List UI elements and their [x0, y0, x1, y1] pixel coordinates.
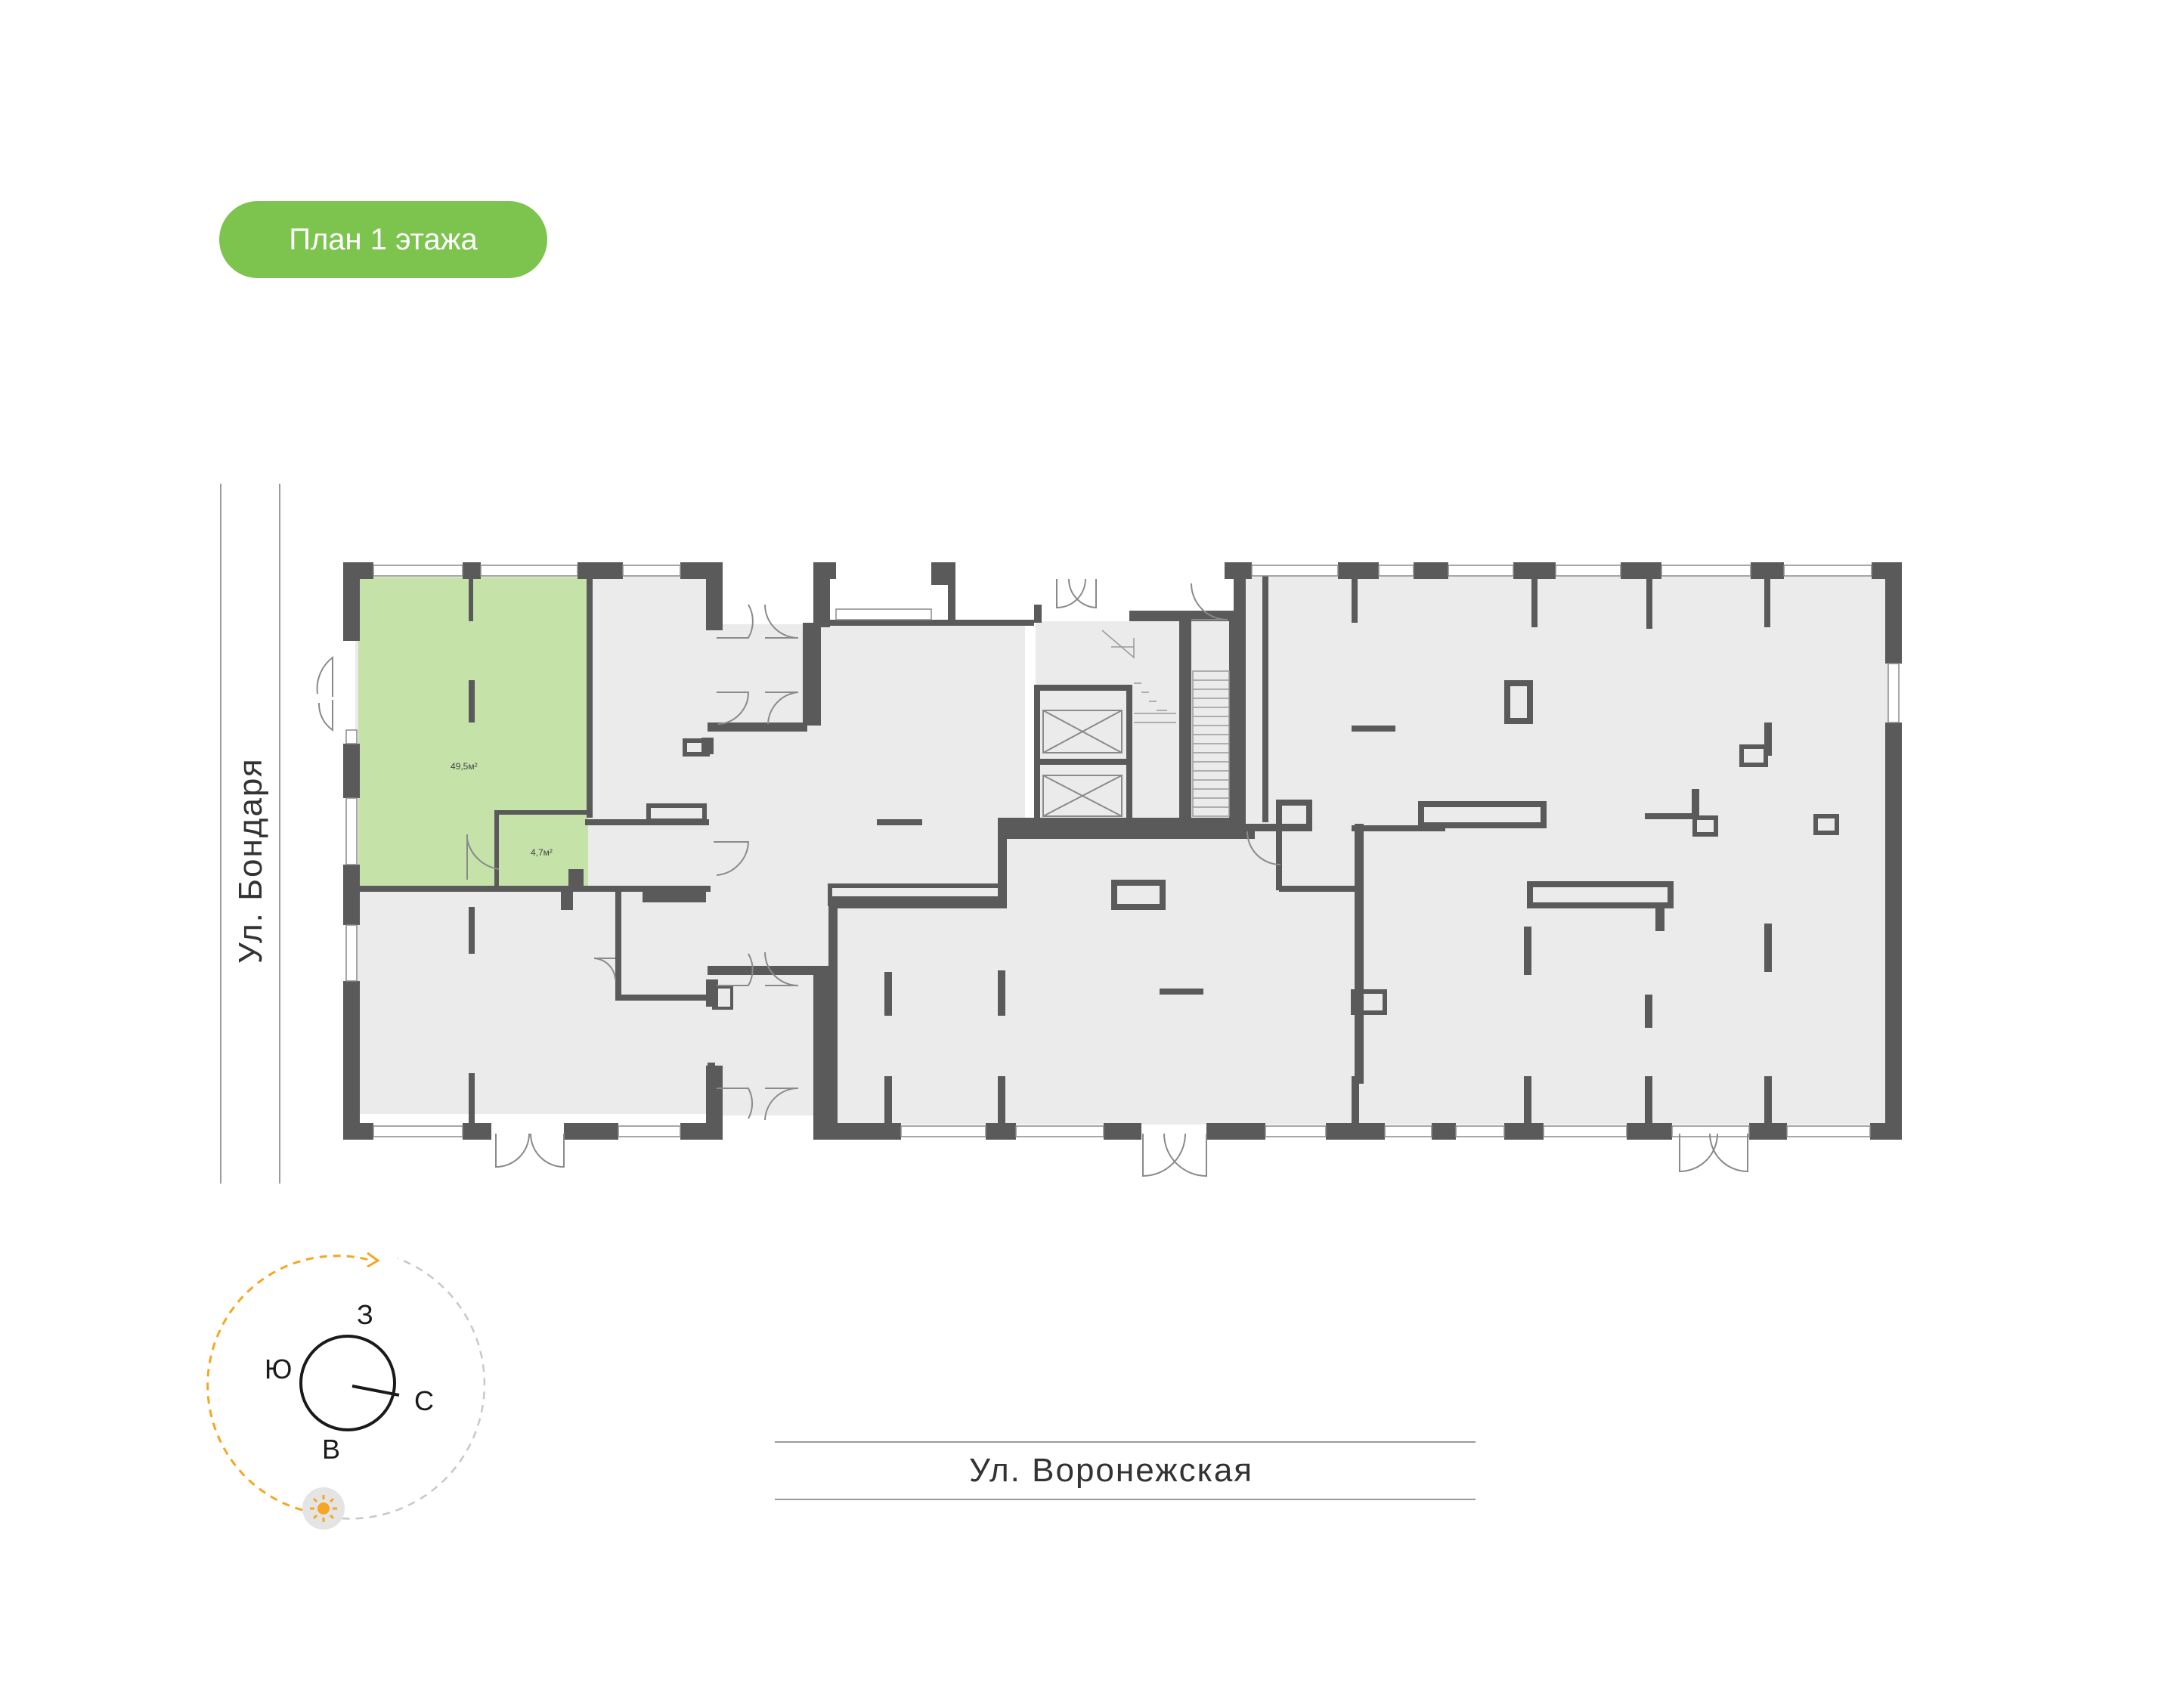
- sun-path-arrow-icon: [367, 1252, 380, 1268]
- street-bondarya: Ул. Бондаря: [220, 484, 280, 1184]
- compass-south: Ю: [265, 1354, 292, 1385]
- street-bondarya-label: Ул. Бондаря: [232, 757, 269, 964]
- compass-north: С: [414, 1385, 434, 1416]
- selected-unit[interactable]: 49,5м² 4,7м²: [358, 577, 588, 887]
- walls: [343, 562, 1902, 1140]
- compass: З Ю С В: [206, 1252, 486, 1530]
- floor-label: План 1 этажа: [289, 222, 478, 256]
- street-voronezhskaya: Ул. Воронежская: [775, 1441, 1476, 1500]
- unit-main-area: 49,5м²: [451, 761, 478, 772]
- stairs: [1101, 630, 1230, 817]
- street-voronezhskaya-label: Ул. Воронежская: [969, 1452, 1253, 1489]
- unit-bathroom-area: 4,7м²: [531, 847, 553, 858]
- doors: [316, 578, 1748, 1177]
- floor-label-badge: План 1 этажа: [219, 201, 547, 278]
- compass-west: З: [357, 1299, 373, 1330]
- windows: [345, 565, 1900, 1137]
- compass-east: В: [322, 1434, 340, 1465]
- elevators: [1042, 710, 1123, 817]
- sun-icon: [302, 1487, 345, 1530]
